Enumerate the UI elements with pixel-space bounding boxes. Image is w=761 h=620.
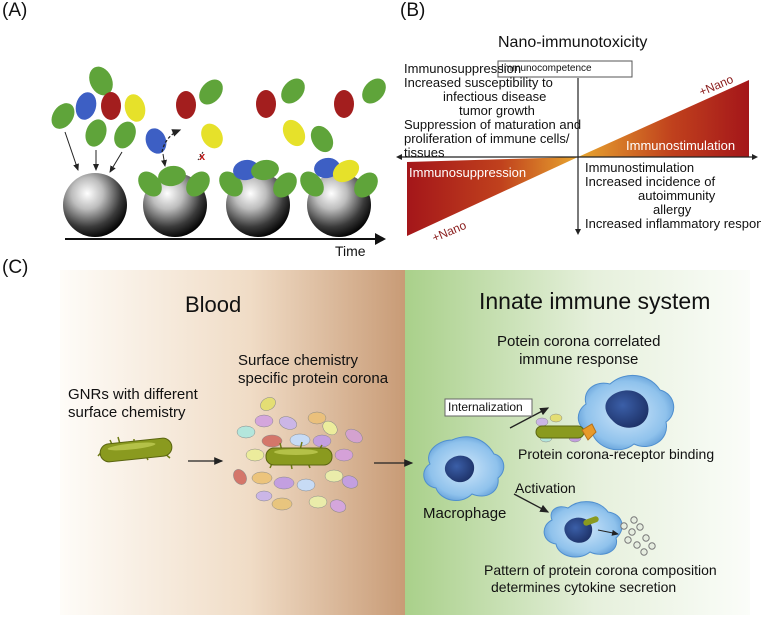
corona-stage-4 [300,78,386,198]
stimulation-line: Increased inflammatory response [585,216,761,231]
gnr-label: GNRs with different surface chemistry [68,386,198,422]
gnr-label-line: surface chemistry [68,404,186,421]
suppression-line: tissues [404,145,445,160]
protein-green [89,66,113,96]
internalization-label: Internalization [448,400,523,414]
stimulation-line: allergy [653,202,692,217]
panel-b-chart [396,60,758,236]
response-label: Potein corona correlated immune response [497,333,660,369]
stimulation-line: autoimmunity [638,188,716,203]
response-label-line: immune response [519,351,639,368]
panel-a-arrows [64,131,123,173]
macrophage-label: Macrophage [423,505,507,522]
protein-corona-cluster [233,397,363,513]
band-left-label: Immunosuppression [409,165,527,180]
receptor-binding-label: Protein corona-receptor binding [518,446,715,462]
stimulation-heading: Immunostimulation [585,160,695,175]
time-axis [65,233,386,245]
innate-title: Innate immune system [479,288,711,314]
stimulation-band [578,80,749,157]
svg-text:x: x [199,151,206,163]
panel-c-label: (C) [2,257,29,278]
macrophage-cell [423,436,505,502]
protein-green [85,119,107,147]
protein-blue [75,92,97,120]
panel-b-title: Nano-immunotoxicity [498,34,648,51]
stimulation-line: Increased incidence of [585,174,716,189]
suppression-band [407,157,578,236]
corona-stage-3 [219,78,306,198]
nanoparticle-spheres [63,173,371,237]
responding-cell [577,374,675,451]
response-label-line: Potein corona correlated [497,333,661,350]
suppression-line: proliferation of immune cells/ [404,131,570,146]
suppression-line: Suppression of maturation and [404,117,582,132]
band-right-label: Immunostimulation [626,138,736,153]
gnr-with-corona [265,441,333,470]
suppression-heading: Immunosuppression [404,61,522,76]
internalization-box [444,398,533,417]
nanoparticle-sphere [63,173,127,237]
suppression-line: tumor growth [459,103,535,118]
cytokine-label-line: determines cytokine secretion [491,579,677,595]
panel-a-proteins [51,66,146,149]
corona-stage-2: x [138,79,223,197]
time-axis-label: Time [335,243,366,259]
panel-b-label: (B) [400,0,426,21]
activation-label: Activation [515,480,576,496]
gnr-particle [97,436,173,463]
cytokine-label-line: Pattern of protein corona composition [484,562,717,578]
blood-title: Blood [185,292,242,317]
protein-yellow [124,94,146,122]
corona-label: Surface chemistry specific protein coron… [238,352,388,388]
protein-green [51,103,75,129]
panel-a-label: (A) [2,0,28,21]
gnr-receptor-binding [535,413,597,443]
suppression-line: infectious disease [443,89,547,104]
corona-label-line: Surface chemistry [238,352,359,369]
arrow-internalization [509,407,550,429]
gnr-label-line: GNRs with different [68,386,198,403]
suppression-line: Increased susceptibility to [404,75,553,90]
cytokine-particles [620,516,656,556]
arrow-activation [513,493,550,513]
immunocompetence-box [497,60,633,78]
protein-green [114,121,136,149]
protein-red [101,92,121,120]
cytokine-label: Pattern of protein corona composition de… [484,562,717,596]
corona-label-line: specific protein corona [238,370,389,387]
immunocompetence-label: Immunocompetence [501,63,592,74]
activated-cell [543,501,623,558]
